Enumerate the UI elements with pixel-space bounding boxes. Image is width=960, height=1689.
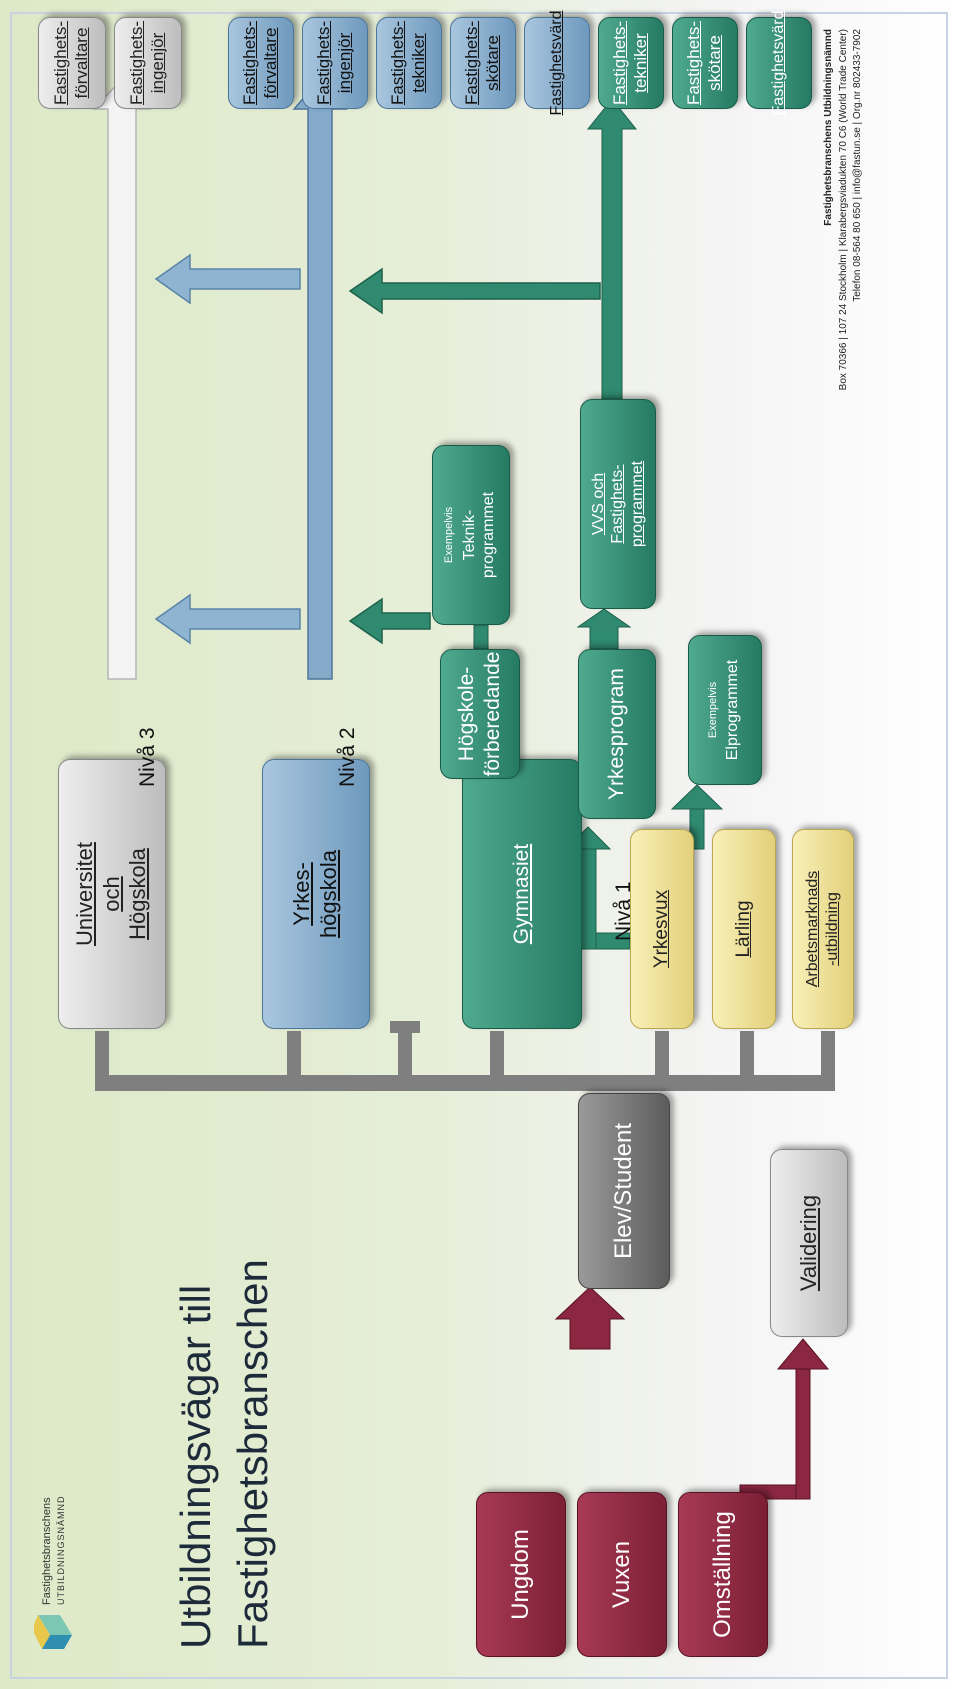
career-n1-skotare: Fastighets-skötare xyxy=(672,17,738,109)
title-line1: Utbildningsvägar till xyxy=(172,1284,219,1649)
page-title: Utbildningsvägar till Fastighetsbransche… xyxy=(168,1259,281,1649)
green-side-arrows xyxy=(348,267,601,645)
yrkeshogskola-line1: Yrkes- xyxy=(289,862,315,926)
footer-line1: Fastighetsbranschens Utbildningsnämnd xyxy=(823,29,834,226)
career-n2-skotare: Fastighets-skötare xyxy=(450,17,516,109)
title-line2: Fastighetsbranschen xyxy=(228,1259,276,1649)
career-n1-tekniker: Fastighets-tekniker xyxy=(598,17,664,109)
career-n2-vard-l1: Fastighetsvärd xyxy=(548,10,566,116)
program-elprogrammet: Exempelvis Elprogrammet xyxy=(688,635,762,785)
logo-line1: Fastighetsbranschens xyxy=(41,1497,53,1605)
program-teknikprogrammet: Exempelvis Teknik- programmet xyxy=(432,445,510,625)
yrkesprogram-label: Yrkesprogram xyxy=(605,668,629,800)
career-n2-skotare-l1: Fastighets- xyxy=(462,20,482,106)
source-omstallning: Omställning xyxy=(678,1492,768,1657)
career-n2-tekniker-l1: Fastighets- xyxy=(388,20,408,106)
universitet-line2: och xyxy=(98,876,124,912)
career-n1-tekniker-l1: Fastighets- xyxy=(610,20,630,106)
footer-line2: Box 70366 | 107 24 Stockholm | Klaraberg… xyxy=(837,29,849,391)
entry-elev-label: Elev/Student xyxy=(610,1122,638,1260)
career-n2-tekniker: Fastighets-tekniker xyxy=(376,17,442,109)
arbetsmarknad-line1: Arbetsmarknads xyxy=(804,870,822,988)
vvs-line3: programmet xyxy=(628,460,646,548)
logo-text: Fastighetsbranschens UTBILDNINGSNÄMND xyxy=(40,1495,67,1605)
program-hogskoleforberedande: Högskole- förberedande xyxy=(440,649,520,779)
level1-label: Nivå 1 xyxy=(612,881,635,941)
level3-label: Nivå 3 xyxy=(136,727,159,787)
source-ungdom-label: Ungdom xyxy=(507,1529,535,1620)
maroon-arrows xyxy=(554,1286,830,1500)
vvs-line2: Fastighets- xyxy=(609,464,627,544)
universitet-line3: Högskola xyxy=(125,848,151,940)
adult-larling: Lärling xyxy=(712,829,776,1029)
yrkesvux-label: Yrkesvux xyxy=(651,889,673,969)
footer-line3: Telefon 08-564 80 650 | info@fastun.se |… xyxy=(852,29,863,302)
institution-gymnasiet: Gymnasiet xyxy=(462,759,582,1029)
career-n1-tekniker-l2: tekniker xyxy=(631,33,650,93)
teknik-line1: Teknik- xyxy=(460,509,478,561)
institution-universitet: Universitet och Högskola xyxy=(58,759,166,1029)
career-n2-tekniker-l2: tekniker xyxy=(409,33,428,93)
career-n2-vard: Fastighetsvärd xyxy=(524,11,590,115)
teknik-line2: programmet xyxy=(480,491,498,579)
source-vuxen: Vuxen xyxy=(577,1492,667,1657)
el-name: Elprogrammet xyxy=(724,659,742,761)
level2-shaft xyxy=(292,77,348,680)
level2-label: Nivå 2 xyxy=(336,727,359,787)
career-n1-vard: Fastighetsvärd xyxy=(746,11,812,115)
career-n2-ingenjor-l1: Fastighets- xyxy=(314,20,334,106)
career-n3-forvaltare: Fastighets-förvaltare xyxy=(38,17,106,109)
level3-shaft xyxy=(92,77,152,680)
el-note: Exempelvis xyxy=(707,681,720,739)
source-vuxen-label: Vuxen xyxy=(608,1540,636,1609)
hogskoleforb-line1: Högskole- xyxy=(455,666,479,762)
universitet-line1: Universitet xyxy=(71,842,97,946)
adult-yrkesvux: Yrkesvux xyxy=(630,829,694,1029)
hogskoleforb-line2: förberedande xyxy=(481,651,504,777)
larling-label: Lärling xyxy=(733,900,755,958)
career-n2-ingenjor: Fastighets-ingenjör xyxy=(302,17,368,109)
gymnasiet-label: Gymnasiet xyxy=(510,843,534,945)
yrkeshogskola-line2: högskola xyxy=(316,849,341,939)
career-n2-ingenjor-l2: ingenjör xyxy=(335,32,354,94)
institution-yrkeshogskola: Yrkes- högskola xyxy=(262,759,370,1029)
program-yrkesprogram: Yrkesprogram xyxy=(578,649,656,819)
program-vvs-fastighet: VVS och Fastighets- programmet xyxy=(580,399,656,609)
footer: Fastighetsbranschens Utbildningsnämnd Bo… xyxy=(822,29,866,1289)
fastun-logo-icon xyxy=(34,1615,72,1649)
career-n1-vard-l1: Fastighetsvärd xyxy=(770,10,788,116)
logo-line2: UTBILDNINGSNÄMND xyxy=(55,1495,66,1605)
career-n3-ingenjor-l1: Fastighets- xyxy=(127,20,147,106)
entry-elev-student: Elev/Student xyxy=(578,1093,670,1289)
career-n2-skotare-l2: skötare xyxy=(483,35,502,91)
career-n3-ingenjor-l2: ingenjör xyxy=(148,32,167,94)
career-n2-forvaltare-l1: Fastighets- xyxy=(240,20,260,106)
trunk-connector xyxy=(95,1021,835,1091)
career-n1-skotare-l1: Fastighets- xyxy=(684,20,704,106)
career-n3-forvaltare-l1: Fastighets- xyxy=(51,20,71,106)
career-n1-skotare-l2: skötare xyxy=(705,35,724,91)
career-n3-ingenjor: Fastighets-ingenjör xyxy=(114,17,182,109)
source-ungdom: Ungdom xyxy=(476,1492,566,1657)
blue-side-arrows xyxy=(154,253,301,645)
entry-validering-label: Validering xyxy=(795,1194,821,1292)
career-n2-forvaltare: Fastighets-förvaltare xyxy=(228,17,294,109)
vvs-line1: VVS och xyxy=(589,472,607,536)
teknik-note: Exempelvis xyxy=(443,506,456,564)
career-n3-forvaltare-l2: förvaltare xyxy=(72,27,91,99)
career-n2-forvaltare-l2: förvaltare xyxy=(261,27,280,99)
source-omstallning-label: Omställning xyxy=(709,1511,737,1638)
